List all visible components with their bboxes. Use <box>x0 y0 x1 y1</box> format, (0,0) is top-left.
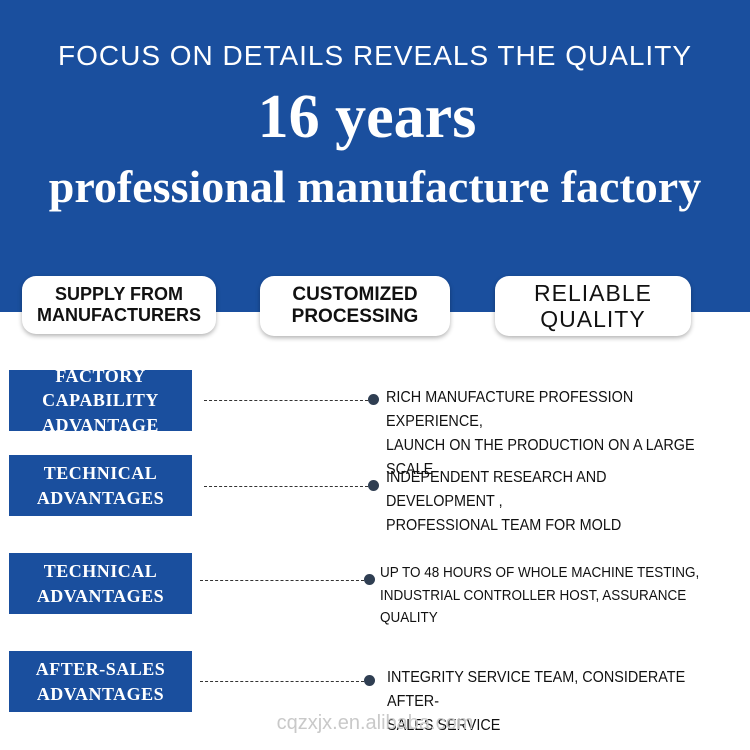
bullet-dot <box>368 480 379 491</box>
advantage-title: AFTER-SALES ADVANTAGES <box>35 659 166 704</box>
tagline: FOCUS ON DETAILS REVEALS THE QUALITY <box>58 40 692 71</box>
advantage-title: FACTORY CAPABILITY ADVANTAGE <box>42 366 159 435</box>
advantage-description: RICH MANUFACTURE PROFESSION EXPERIENCE, … <box>386 389 695 478</box>
advantage-title-box: TECHNICAL ADVANTAGES <box>9 455 192 516</box>
connector-line <box>204 400 368 401</box>
pill-supply: SUPPLY FROM MANUFACTURERS <box>22 276 216 334</box>
advantage-description: UP TO 48 HOURS OF WHOLE MACHINE TESTING,… <box>380 564 700 626</box>
advantage-title-box: AFTER-SALES ADVANTAGES <box>9 651 192 712</box>
watermark: cqzxjx.en.alibaba.com <box>276 712 474 734</box>
advantage-description: INDEPENDENT RESEARCH AND DEVELOPMENT , P… <box>386 469 622 534</box>
connector-line <box>200 681 364 682</box>
bullet-dot <box>364 574 375 585</box>
advantage-title-box: TECHNICAL ADVANTAGES <box>9 553 192 614</box>
pill-customized: CUSTOMIZED PROCESSING <box>260 276 450 336</box>
pill-label: SUPPLY FROM MANUFACTURERS <box>37 284 201 325</box>
hero-banner <box>0 0 750 312</box>
advantage-title: TECHNICAL ADVANTAGES <box>36 463 165 508</box>
factory-heading: professional manufacture factory <box>48 161 702 212</box>
advantage-title: TECHNICAL ADVANTAGES <box>36 561 165 606</box>
bullet-dot <box>364 675 375 686</box>
advantage-title-box: FACTORY CAPABILITY ADVANTAGE <box>9 366 192 435</box>
connector-line <box>204 486 368 487</box>
pill-label: CUSTOMIZED PROCESSING <box>291 284 419 327</box>
pill-label: RELIABLE QUALITY <box>534 279 652 332</box>
bullet-dot <box>368 394 379 405</box>
years-heading: 16 years <box>257 83 477 151</box>
advantage-description: INTEGRITY SERVICE TEAM, CONSIDERATE AFTE… <box>387 669 686 734</box>
pill-quality: RELIABLE QUALITY <box>495 276 691 336</box>
connector-line <box>200 580 364 581</box>
